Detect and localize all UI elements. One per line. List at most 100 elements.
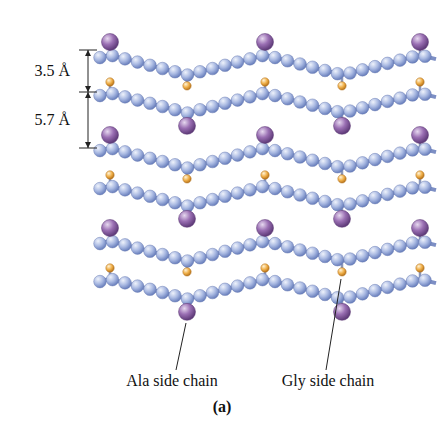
backbone-atom xyxy=(294,244,307,257)
backbone-atom xyxy=(169,289,182,302)
backbone-atom xyxy=(306,61,319,74)
backbone-atom xyxy=(206,286,219,299)
dimension-label: 3.5 Å xyxy=(34,62,70,80)
ala-side-chain xyxy=(179,210,196,227)
backbone-atom xyxy=(106,142,119,155)
backbone-atom xyxy=(344,160,357,173)
backbone-atom xyxy=(194,158,207,171)
backbone-atom xyxy=(106,87,119,100)
backbone-atom xyxy=(331,160,344,173)
ala-side-chain xyxy=(179,303,196,320)
backbone-atom xyxy=(256,87,269,100)
backbone-atom xyxy=(156,193,169,206)
gly-side-chain xyxy=(416,78,424,86)
backbone-atom xyxy=(331,198,344,211)
backbone-atom xyxy=(181,255,194,268)
backbone-atom xyxy=(369,153,382,166)
backbone-atom xyxy=(344,198,357,211)
backbone-atom xyxy=(231,242,244,255)
backbone-atom xyxy=(256,235,269,248)
backbone-atom xyxy=(106,49,119,62)
backbone-atom xyxy=(319,195,332,208)
backbone-atom xyxy=(169,158,182,171)
backbone-atom xyxy=(131,187,144,200)
backbone-atom xyxy=(244,239,257,252)
backbone-atom xyxy=(281,279,294,292)
backbone-atom xyxy=(419,50,432,63)
backbone-atom xyxy=(319,250,332,263)
backbone-atom xyxy=(369,191,382,204)
backbone-atom xyxy=(319,64,332,77)
backbone-atom xyxy=(269,237,282,250)
backbone-atom xyxy=(294,282,307,295)
backbone-atom xyxy=(369,60,382,73)
backbone-atom xyxy=(344,105,357,118)
backbone-atom xyxy=(369,98,382,111)
backbone-atom xyxy=(256,142,269,155)
backbone-atom xyxy=(194,65,207,78)
backbone-atom xyxy=(219,97,232,110)
backbone-atom xyxy=(156,62,169,75)
backbone-atom xyxy=(319,157,332,170)
backbone-atom xyxy=(106,273,119,286)
backbone-atom xyxy=(406,89,419,102)
backbone-atom xyxy=(231,280,244,293)
backbone-atom xyxy=(406,144,419,157)
part-label: Ala side chain xyxy=(126,372,218,390)
backbone-atom xyxy=(294,189,307,202)
backbone-atom xyxy=(406,237,419,250)
backbone-atom xyxy=(281,55,294,68)
backbone-atoms xyxy=(94,273,432,305)
dimension-markers xyxy=(79,50,97,148)
backbone-atom xyxy=(219,245,232,258)
backbone-atom xyxy=(131,280,144,293)
backbone-atom xyxy=(156,155,169,168)
backbone-atom xyxy=(144,245,157,258)
backbone-atom xyxy=(269,275,282,288)
backbone-atom xyxy=(281,186,294,199)
ala-side-chain xyxy=(179,117,196,134)
backbone-atom xyxy=(381,150,394,163)
backbone-atom xyxy=(131,94,144,107)
gly-side-chain xyxy=(338,82,346,90)
backbone-atom xyxy=(194,103,207,116)
backbone-atom xyxy=(144,190,157,203)
backbone-atom xyxy=(194,251,207,264)
backbone-atom xyxy=(269,89,282,102)
backbone-atom xyxy=(219,59,232,72)
gly-side-chain xyxy=(106,171,114,179)
backbone-atom xyxy=(394,185,407,198)
backbone-atom xyxy=(231,94,244,107)
backbone-atom xyxy=(356,288,369,301)
backbone-atom xyxy=(381,188,394,201)
backbone-atom xyxy=(294,96,307,109)
backbone-atom xyxy=(319,288,332,301)
backbone-atom xyxy=(306,285,319,298)
gly-side-chain xyxy=(106,78,114,86)
leader-line xyxy=(326,279,341,370)
backbone-atom xyxy=(281,93,294,106)
ala-side-chain xyxy=(257,34,274,51)
gly-side-chain xyxy=(338,268,346,276)
backbone-atom xyxy=(356,195,369,208)
backbone-atom xyxy=(119,239,132,252)
backbone-atom xyxy=(194,289,207,302)
gly-side-chain xyxy=(261,171,269,179)
backbone-atom xyxy=(119,146,132,159)
backbone-atoms xyxy=(94,180,432,212)
backbone-atom xyxy=(206,62,219,75)
backbone-atom xyxy=(294,151,307,164)
backbone-atom xyxy=(119,184,132,197)
backbone-atom xyxy=(306,154,319,167)
backbone-atom xyxy=(344,291,357,304)
backbone-atom xyxy=(194,196,207,209)
backbone-atom xyxy=(131,56,144,69)
dimension-arrowheads xyxy=(85,50,91,148)
gly-side-chain xyxy=(183,175,191,183)
leader-lines xyxy=(176,279,341,370)
backbone-atom xyxy=(356,102,369,115)
backbone-atom xyxy=(169,65,182,78)
backbone-atom xyxy=(244,53,257,66)
gly-side-chain xyxy=(338,175,346,183)
